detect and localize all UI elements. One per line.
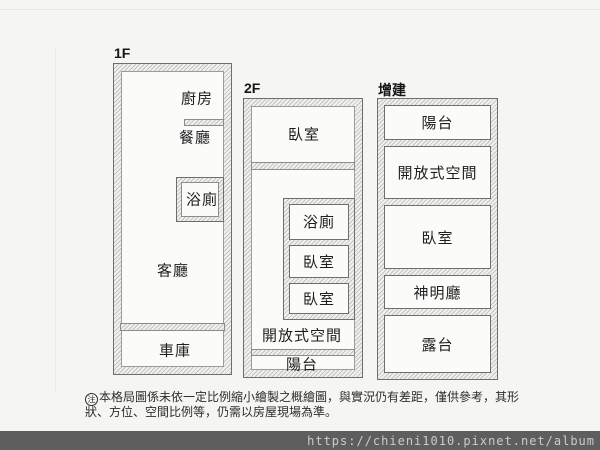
- room-label-bedroom-ext: 臥室: [421, 230, 454, 247]
- room-bedroom-low: 臥室: [289, 283, 349, 314]
- room-balcony-ext: 陽台: [384, 105, 491, 140]
- room-label-balcony-ext: 陽台: [421, 115, 454, 132]
- room-label-bedroom-top: 臥室: [287, 127, 321, 144]
- wall-living-garage: [120, 323, 225, 331]
- floor-title-2f: 2F: [244, 80, 261, 96]
- room-label-shrine-ext: 神明廳: [413, 285, 462, 302]
- watermark-bar: https://chieni1010.pixnet.net/album: [0, 431, 600, 450]
- room-terrace-ext: 露台: [384, 315, 491, 373]
- room-label-balcony-2f: 陽台: [285, 357, 319, 374]
- room-bedroom-mid: 臥室: [289, 244, 349, 279]
- floor-title-1f: 1F: [114, 45, 131, 61]
- room-label-bedroom-mid: 臥室: [302, 254, 335, 271]
- watermark-url: https://chieni1010.pixnet.net/album: [307, 433, 595, 448]
- room-label-bath-2f: 浴廁: [302, 215, 335, 232]
- content-left-border: [55, 48, 56, 392]
- room-label-kitchen: 廚房: [180, 91, 214, 108]
- room-open-space-ext: 開放式空間: [384, 145, 491, 200]
- wall-kitchen-dining: [184, 119, 224, 126]
- disclaimer-line2: 狀、方位、空間比例等，仍需以房屋現場為準。: [85, 405, 338, 419]
- room-block-2f: 浴廁 臥室 臥室: [283, 198, 355, 320]
- disclaimer-line1: 本格局圖係未依一定比例縮小繪製之概繪圖，與實況仍有差距，僅供參考，其形: [99, 390, 520, 404]
- room-label-living: 客廳: [156, 263, 190, 280]
- room-label-bath-1f: 浴廁: [185, 192, 219, 209]
- floorplan-extension: 陽台 開放式空間 臥室 神明廳 露台: [377, 98, 498, 380]
- page-top-divider: [0, 9, 600, 10]
- room-label-open-space-2f: 開放式空間: [261, 328, 343, 345]
- room-bath-1f: [176, 177, 224, 222]
- disclaimer-note: 注本格局圖係未依一定比例縮小繪製之概繪圖，與實況仍有差距，僅供參考，其形 狀、方…: [85, 391, 540, 419]
- floorplan-1f: 廚房 餐廳 浴廁 客廳 車庫: [113, 63, 232, 375]
- floor-title-extension: 增建: [378, 82, 406, 98]
- wall-balcony-2f: [251, 349, 355, 356]
- wall-bedroom-top: [251, 162, 355, 170]
- room-bedroom-ext: 臥室: [384, 205, 491, 269]
- room-label-dining: 餐廳: [178, 130, 212, 147]
- room-label-open-space-ext: 開放式空間: [397, 166, 478, 182]
- room-label-terrace-ext: 露台: [421, 337, 454, 354]
- floorplan-2f: 浴廁 臥室 臥室 臥室 開放式空間 陽台: [243, 98, 363, 378]
- room-label-bedroom-low: 臥室: [302, 292, 335, 309]
- room-shrine-ext: 神明廳: [384, 274, 491, 310]
- room-label-garage: 車庫: [158, 343, 192, 360]
- room-bath-2f: 浴廁: [289, 204, 349, 240]
